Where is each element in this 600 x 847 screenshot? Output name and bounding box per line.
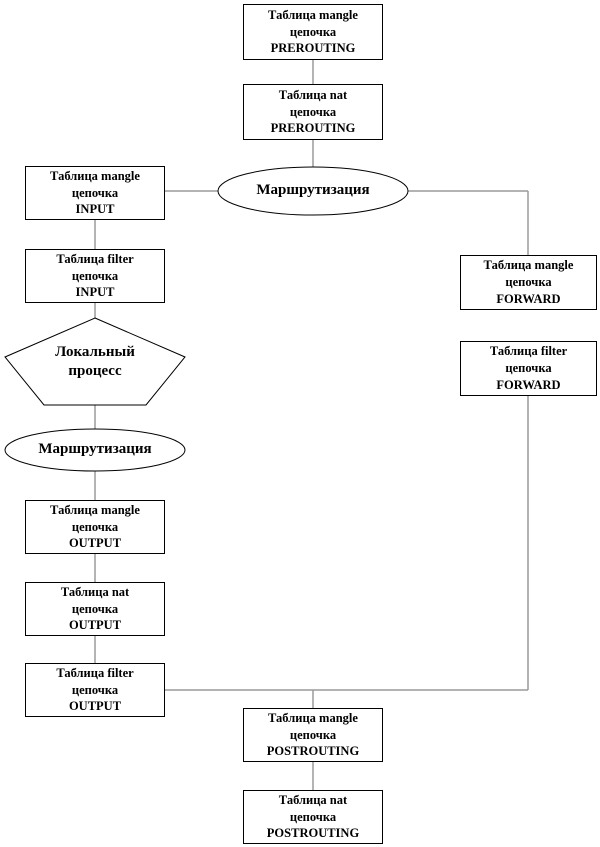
node-nat-output-label: Таблица nat цепочка OUTPUT	[60, 584, 130, 633]
node-mangle-input: Таблица mangle цепочка INPUT	[25, 166, 165, 220]
node-filter-forward: Таблица filter цепочка FORWARD	[460, 341, 597, 396]
node-mangle-output-label: Таблица mangle цепочка OUTPUT	[50, 502, 140, 551]
routing-decision-left-ellipse	[4, 428, 186, 472]
node-filter-input-label: Таблица filter цепочка INPUT	[56, 251, 134, 300]
node-nat-output: Таблица nat цепочка OUTPUT	[25, 582, 165, 636]
node-filter-output-label: Таблица filter цепочка OUTPUT	[56, 665, 134, 714]
node-mangle-forward-label: Таблица mangle цепочка FORWARD	[483, 258, 574, 306]
node-filter-forward-label: Таблица filter цепочка FORWARD	[489, 344, 568, 392]
routing-decision-top-ellipse	[217, 166, 409, 216]
node-mangle-postrouting-label: Таблица mangle цепочка POSTROUTING	[266, 710, 360, 759]
node-mangle-input-label: Таблица mangle цепочка INPUT	[50, 168, 140, 217]
node-mangle-prerouting-label: Таблица mangle цепочка PREROUTING	[268, 7, 358, 56]
node-nat-prerouting-label: Таблица nat цепочка PREROUTING	[270, 87, 356, 136]
node-mangle-prerouting: Таблица mangle цепочка PREROUTING	[243, 4, 383, 60]
local-process-pentagon	[4, 317, 186, 406]
node-nat-prerouting: Таблица nat цепочка PREROUTING	[243, 84, 383, 140]
node-mangle-postrouting: Таблица mangle цепочка POSTROUTING	[243, 708, 383, 762]
node-filter-input: Таблица filter цепочка INPUT	[25, 249, 165, 303]
node-nat-postrouting: Таблица nat цепочка POSTROUTING	[243, 790, 383, 844]
node-filter-output: Таблица filter цепочка OUTPUT	[25, 663, 165, 717]
node-nat-postrouting-label: Таблица nat цепочка POSTROUTING	[266, 792, 360, 841]
node-mangle-output: Таблица mangle цепочка OUTPUT	[25, 500, 165, 554]
node-mangle-forward: Таблица mangle цепочка FORWARD	[460, 255, 597, 310]
